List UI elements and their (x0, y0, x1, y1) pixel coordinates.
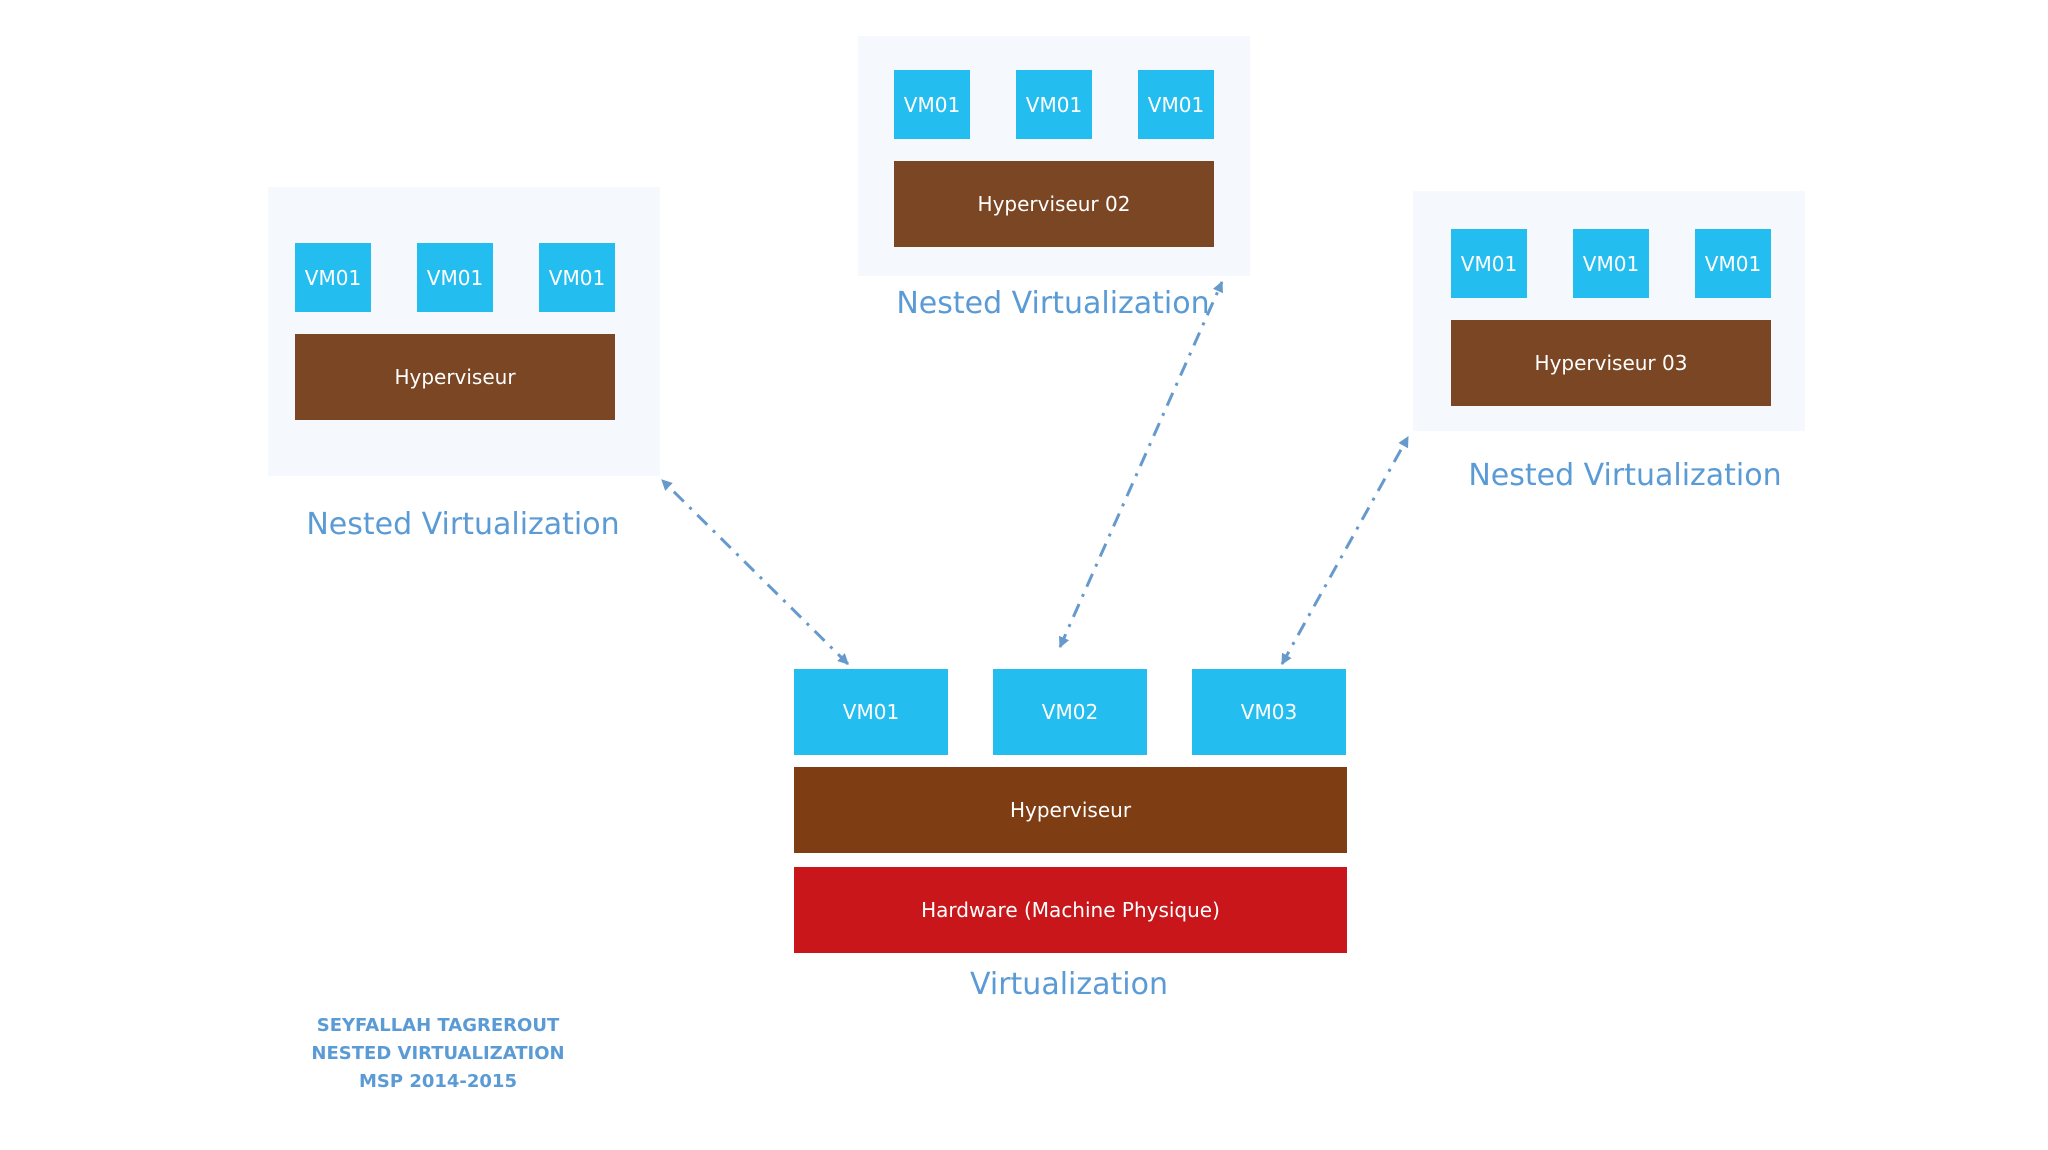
nested-right-caption: Nested Virtualization (1468, 458, 1782, 493)
nested-left-vm-3: VM01 (539, 243, 615, 312)
nested-left-panel (268, 187, 660, 476)
hardware-block: Hardware (Machine Physique) (794, 867, 1347, 953)
main-vm-2: VM02 (993, 669, 1147, 755)
arrow-main-vm3-to-nested-right (1280, 436, 1410, 665)
credits-block: SEYFALLAH TAGREROUT NESTED VIRTUALIZATIO… (311, 1012, 564, 1096)
credits-author: SEYFALLAH TAGREROUT (316, 1015, 560, 1036)
nested-left-hypervisor: Hyperviseur (295, 334, 615, 420)
credits-period: MSP 2014-2015 (358, 1071, 517, 1092)
nested-left-vm-2: VM01 (417, 243, 493, 312)
arrow-main-vm2-to-nested-top (1058, 280, 1224, 649)
nested-top-vm-1: VM01 (894, 70, 970, 139)
credits-title: NESTED VIRTUALIZATION (311, 1043, 565, 1064)
main-hypervisor: Hyperviseur (794, 767, 1347, 853)
nested-left-caption: Nested Virtualization (306, 507, 620, 542)
main-caption: Virtualization (970, 967, 1168, 1002)
nested-right-vm-3: VM01 (1695, 229, 1771, 298)
arrow-main-vm1-to-nested-left (660, 478, 850, 666)
main-vm-1: VM01 (794, 669, 948, 755)
nested-right-vm-1: VM01 (1451, 229, 1527, 298)
nested-top-hypervisor: Hyperviseur 02 (894, 161, 1214, 247)
nested-right-hypervisor: Hyperviseur 03 (1451, 320, 1771, 406)
nested-top-vm-2: VM01 (1016, 70, 1092, 139)
main-vm-3: VM03 (1192, 669, 1346, 755)
nested-left-vm-1: VM01 (295, 243, 371, 312)
nested-right-vm-2: VM01 (1573, 229, 1649, 298)
nested-top-vm-3: VM01 (1138, 70, 1214, 139)
